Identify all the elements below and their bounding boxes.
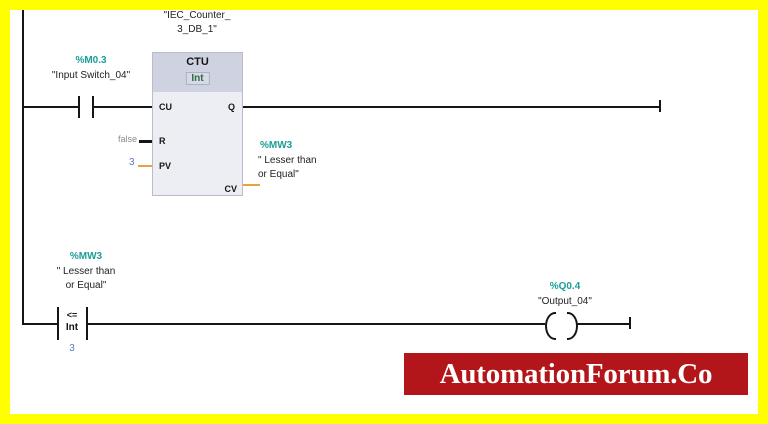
cv-output-wire [243,184,260,186]
compare-contact-address: %MW3 [69,251,103,262]
compare-contact-bar-right[interactable] [86,307,88,340]
output-coil-address: %Q0.4 [549,281,581,292]
q-output-wire [243,106,661,108]
output-coil-symbol: "Output_04" [538,296,592,307]
input-contact-symbol: "Input Switch_04" [51,70,131,81]
left-power-rail [22,10,24,323]
rung2-wire-left [22,323,57,325]
ladder-canvas: "IEC_Counter_ 3_DB_1" %M0.3 "Input Switc… [10,10,758,414]
pin-label-pv: PV [159,161,172,171]
r-input-wire [139,140,152,143]
contact-bar-right[interactable] [92,96,94,118]
pin-label-cu: CU [159,102,172,112]
frame-border-bottom [0,414,768,424]
compare-contact-symbol-line2: or Equal" [65,280,107,291]
frame-border-right [758,0,768,424]
rung2-wire-tail [576,323,631,325]
output-coil-left-arc[interactable] [545,312,556,340]
watermark-banner: AutomationForum.Co [404,353,748,395]
ctu-block-title: CTU [186,56,209,68]
compare-value: 3 [69,343,75,354]
contact-bar-left[interactable] [78,96,80,118]
ctu-data-type[interactable]: Int [185,72,210,85]
compare-data-type: Int [65,322,79,333]
rung1-wire-left [22,106,78,108]
instance-db-name-line1: "IEC_Counter_ [163,10,231,21]
rung1-terminator [659,100,661,112]
output-coil-right-arc[interactable] [567,312,578,340]
pin-label-cv: CV [224,184,237,194]
compare-operator: <= [66,310,78,320]
r-input-value: false [118,134,138,144]
pin-label-r: R [159,136,166,146]
input-contact-address: %M0.3 [75,55,107,66]
ctu-counter-block[interactable]: CTU Int CU R PV Q CV [152,52,243,196]
pv-input-value: 3 [129,157,135,168]
instance-db-name-line2: 3_DB_1" [177,24,217,35]
compare-contact-symbol-line1: " Lesser than [56,266,116,277]
cv-tag-symbol-line1: " Lesser than [258,155,317,166]
pv-input-wire [138,165,152,167]
frame-border-left [0,0,10,424]
cv-tag-address: %MW3 [260,140,293,151]
cv-tag-symbol-line2: or Equal" [258,169,299,180]
frame-border-top [0,0,768,10]
rung1-wire-contact-to-cu [94,106,152,108]
rung2-terminator [629,317,631,329]
watermark-text: AutomationForum.Co [439,357,713,390]
pin-label-q: Q [227,102,235,112]
compare-contact-bar-left[interactable] [57,307,59,340]
rung2-wire-to-coil [88,323,545,325]
